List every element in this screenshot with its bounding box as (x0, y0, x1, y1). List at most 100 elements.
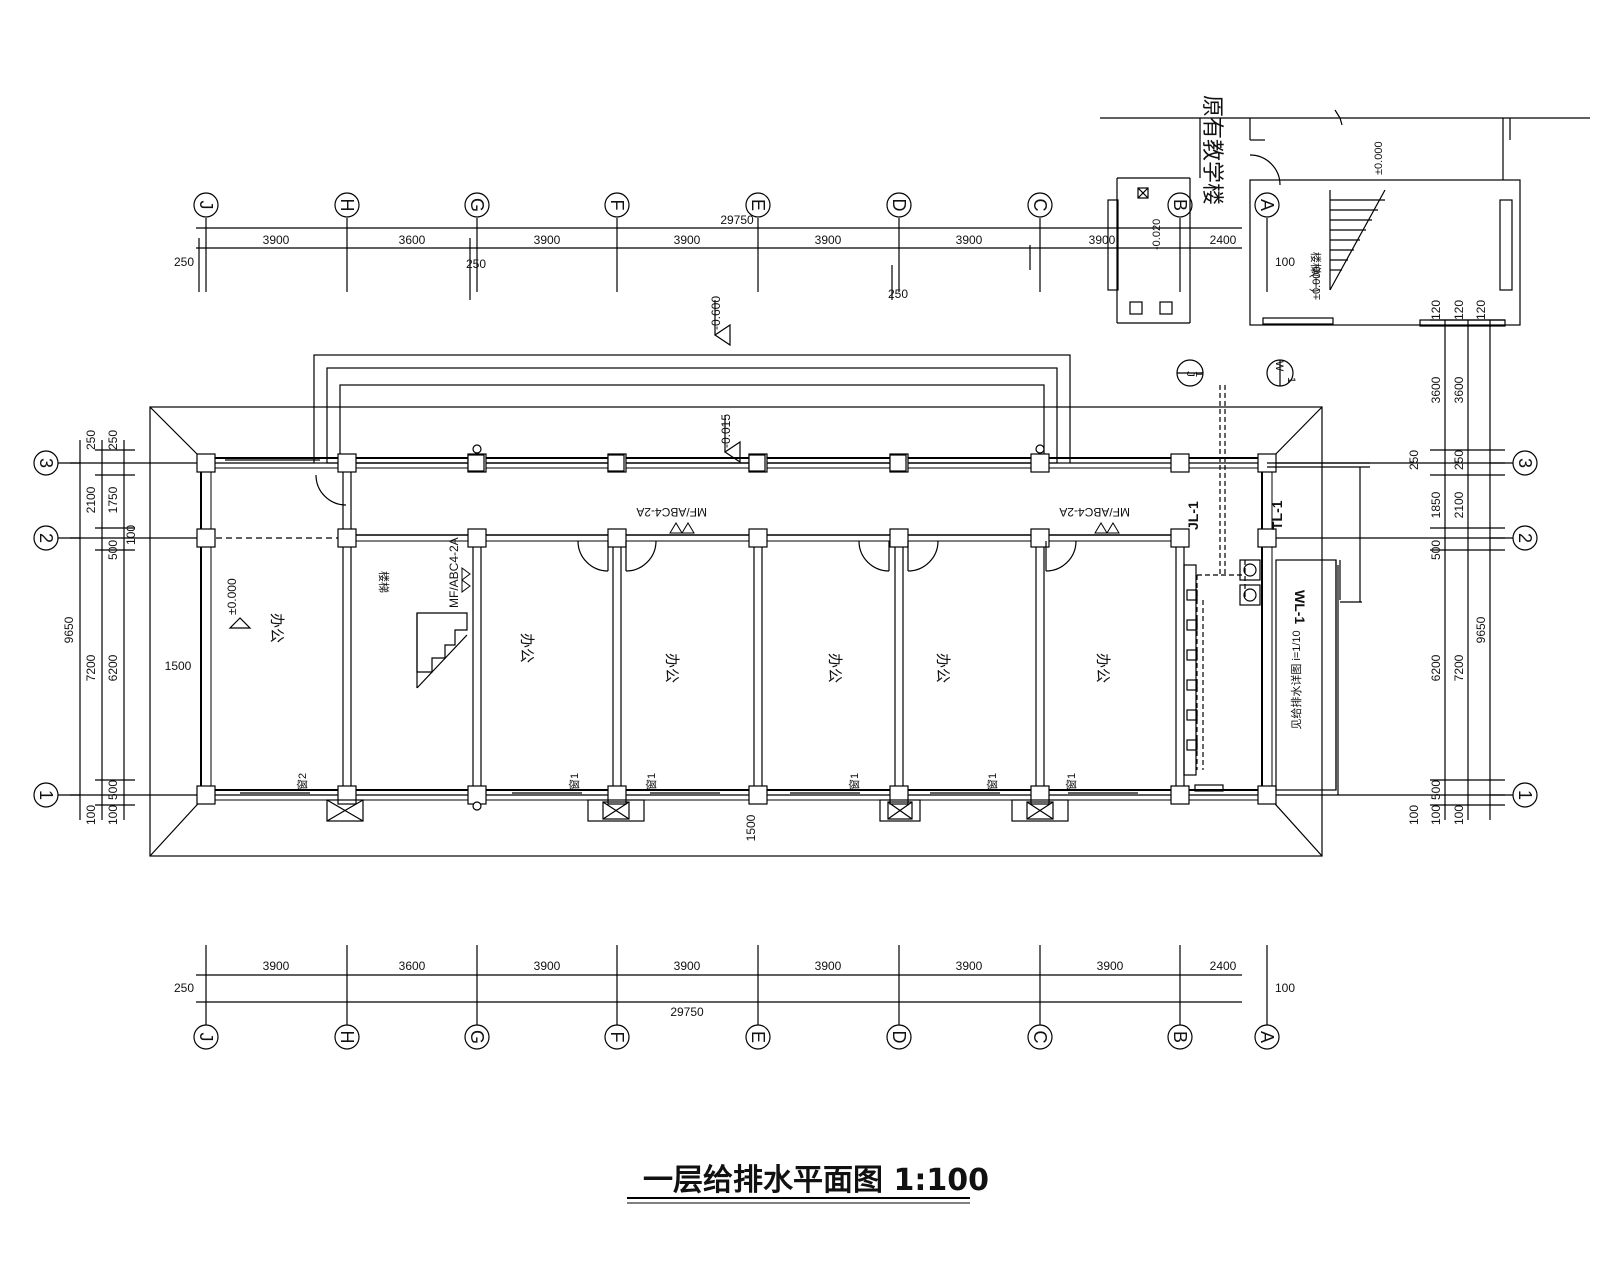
dim-bottom-right-end: 100 (1275, 981, 1295, 995)
pipe-tag-j: J (1184, 371, 1196, 377)
pipe-tag-j-num: 1 (1193, 371, 1205, 377)
right-dim-lines (1265, 319, 1505, 820)
extinguisher-symbols (461, 522, 1120, 593)
pipe-tag-w: W (1273, 361, 1285, 372)
axis-top-f: F (607, 200, 627, 211)
pipe-routes (1196, 385, 1246, 770)
extinguisher-label-3: MF/ABC4-2A (447, 537, 461, 608)
axis-bottom-e: E (748, 1031, 768, 1043)
existing-building-label: 原有教学楼 (1200, 95, 1225, 205)
exterior-walls (200, 457, 1273, 801)
dim-top-bay-7: 3900 (1089, 233, 1116, 247)
axis-top-d: D (889, 199, 909, 212)
dim-top-total: 29750 (720, 213, 754, 227)
dim-top-bay-4: 3900 (674, 233, 701, 247)
axis-right-3: 3 (1515, 458, 1535, 468)
dim-right-inner-14: 100 (1429, 805, 1443, 825)
room-office-3: 办公 (663, 653, 680, 683)
dim-bottom-left-end: 250 (174, 981, 194, 995)
axis-bottom-d: D (889, 1031, 909, 1044)
dim-bottom-bay-7: 3900 (1097, 959, 1124, 973)
axis-left-1: 1 (36, 790, 56, 800)
room-stair-label: 楼梯 (377, 571, 391, 593)
axis-top-h: H (337, 199, 357, 212)
dim-overhang: 1500 (165, 659, 192, 673)
dim-left-inner-9: 100 (106, 805, 120, 825)
dim-left-inner-2: 2100 (84, 486, 98, 513)
dim-top-aux-2: 250 (888, 287, 908, 301)
axis-bubbles (33, 192, 1538, 1050)
room-office-4: 办公 (826, 653, 843, 683)
dim-bottom-bay-6: 3900 (956, 959, 983, 973)
dim-top-bay-6: 3900 (956, 233, 983, 247)
window-tag-3: 窗1 (644, 773, 658, 790)
stair (416, 612, 468, 689)
axis-left-3: 3 (36, 458, 56, 468)
top-axis-extension-lines (198, 218, 1268, 300)
level-outside: -0.600 (709, 296, 723, 330)
dim-left-inner-3: 1750 (106, 486, 120, 513)
east-entry (1267, 462, 1370, 795)
window-tag-6: 窗1 (1064, 773, 1078, 790)
dim-top-bay-8: 2400 (1210, 233, 1237, 247)
window-tag-4: 窗1 (847, 773, 861, 790)
dim-left-inner-6: 100 (124, 525, 138, 545)
axis-bottom-h: H (337, 1031, 357, 1044)
dim-right-inner-2: 3600 (1452, 376, 1466, 403)
dim-right-total: 9650 (1474, 616, 1488, 643)
dim-right-inner-6: 250 (1407, 450, 1421, 470)
dim-left-inner-4: 6200 (106, 654, 120, 681)
dim-left-inner-5: 500 (106, 540, 120, 560)
extinguisher-label-2: MF/ABC4-2A (1059, 505, 1130, 519)
window-tag-2: 窗1 (567, 773, 581, 790)
level-small-1: -0.020 (1151, 219, 1163, 250)
dim-left-inner-8: 100 (84, 805, 98, 825)
dim-right-inner-7: 250 (1452, 450, 1466, 470)
pipe-label-wl: WL-1 (1292, 590, 1308, 624)
dim-left-inner-10: 250 (106, 430, 120, 450)
dim-bottom-bay-3: 3900 (534, 959, 561, 973)
dim-right-inner-5: 120 (1474, 300, 1488, 320)
pipe-label-tl: TL-1 (1269, 500, 1285, 530)
pipe-tag-w-num: 1 (1285, 377, 1297, 383)
partition-walls (342, 463, 1185, 795)
dim-right-inner-12: 100 (1407, 805, 1421, 825)
axis-top-e: E (748, 199, 768, 211)
existing-building (1100, 109, 1590, 327)
dim-right-inner-11: 6200 (1429, 654, 1443, 681)
dim-right-inner-13: 500 (1429, 780, 1443, 800)
left-dim-lines (70, 440, 210, 820)
room-office-6: 办公 (1094, 653, 1111, 683)
dim-left-mid: 7200 (84, 654, 98, 681)
dim-top-bay-1: 3900 (263, 233, 290, 247)
axis-left-2: 2 (36, 533, 56, 543)
dim-overhang-bottom: 1500 (744, 814, 758, 841)
canopy-posts (467, 444, 1045, 811)
dim-bottom-bay-5: 3900 (815, 959, 842, 973)
dim-top-left-end: 250 (174, 255, 194, 269)
axis-bottom-j: J (196, 1033, 216, 1042)
dim-left-total: 9650 (62, 616, 76, 643)
extinguisher-label-1: MF/ABC4-2A (636, 505, 707, 519)
room-office-5: 办公 (934, 653, 951, 683)
drawing-title: 一层给排水平面图 1:100 (643, 1163, 989, 1198)
dim-right-inner-9: 2100 (1452, 491, 1466, 518)
dim-left-inner-1: 250 (84, 430, 98, 450)
axis-bottom-g: G (467, 1030, 487, 1044)
windows-south (225, 459, 1138, 794)
dim-top-bay-3: 3900 (534, 233, 561, 247)
stair-note: 楼梯(一) (1309, 252, 1323, 292)
dim-top-bay-2: 3600 (399, 233, 426, 247)
axis-top-g: G (467, 198, 487, 212)
dim-right-inner-3: 120 (1429, 300, 1443, 320)
pipe-note: 见给排水详图 i=1/10 (1289, 630, 1303, 729)
room-office-2: 办公 (518, 633, 535, 663)
pipe-risers (1239, 559, 1261, 606)
dim-right-inner-10: 500 (1429, 540, 1443, 560)
room-office-1: 办公 (268, 613, 285, 643)
axis-right-1: 1 (1515, 790, 1535, 800)
dim-bottom-bay-4: 3900 (674, 959, 701, 973)
dim-right-inner-1: 3600 (1429, 376, 1443, 403)
